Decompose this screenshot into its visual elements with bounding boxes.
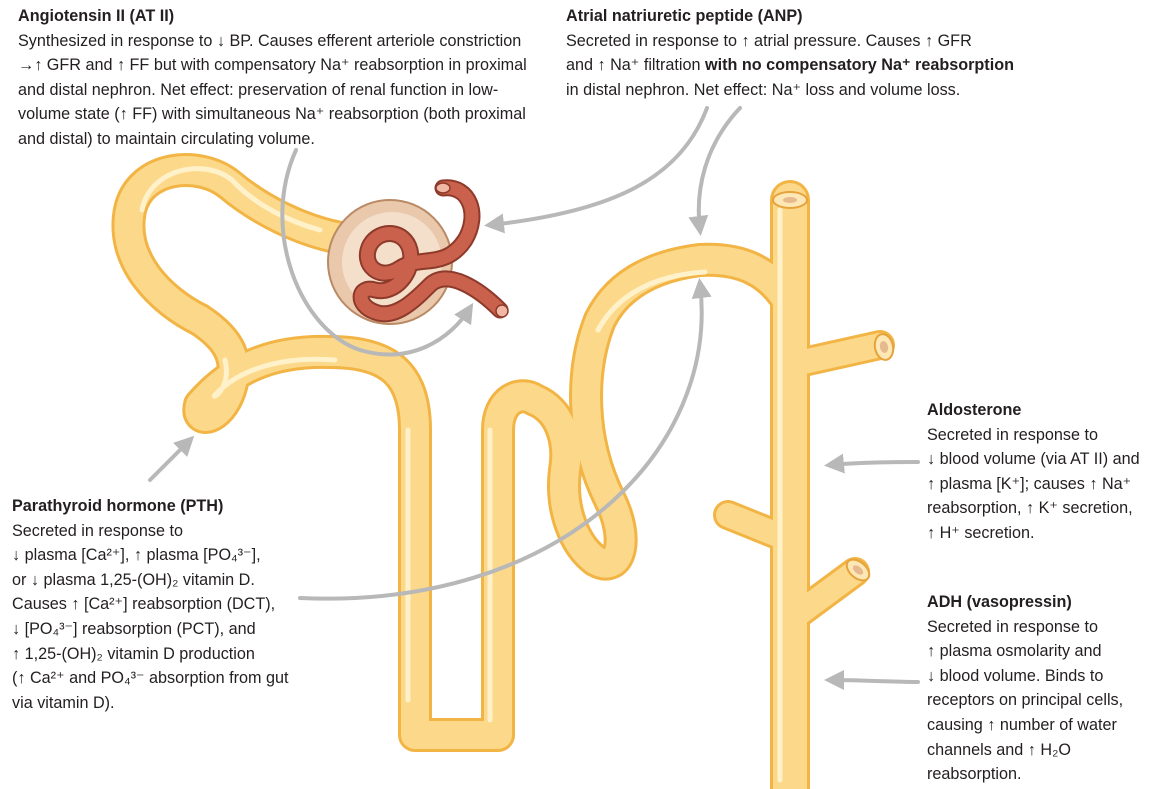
- angiotensin-line-4: volume state (↑ FF) with simultaneous Na…: [18, 105, 526, 124]
- adh-line-4: receptors on principal cells,: [927, 691, 1124, 710]
- angiotensin-line-1: Synthesized in response to ↓ BP. Causes …: [18, 31, 522, 50]
- arrow-aldosterone: [824, 453, 920, 474]
- pth-line-7: (↑ Ca²⁺ and PO₄³⁻ absorption from gut: [12, 669, 289, 688]
- arrow-pth-to-dct: [298, 278, 712, 601]
- angiotensin-line-5: and distal) to maintain circulating volu…: [18, 129, 315, 148]
- nephron-tubule-fill: [114, 156, 892, 789]
- anp-label: Atrial natriuretic peptide (ANP) Secrete…: [566, 4, 1014, 102]
- arrow-anp-to-duct: [688, 106, 742, 236]
- pth-line-3: or ↓ plasma 1,25-(OH)₂ vitamin D.: [12, 570, 255, 589]
- arrow-pth-to-pct: [148, 435, 195, 482]
- aldosterone-line-4: reabsorption, ↑ K⁺ secretion,: [927, 499, 1133, 518]
- pth-title: Parathyroid hormone (PTH): [12, 497, 224, 515]
- adh-line-7: reabsorption.: [927, 765, 1022, 784]
- tube-openings: [772, 191, 895, 582]
- angiotensin-line-2: →↑ GFR and ↑ FF but with compensatory Na…: [18, 56, 527, 75]
- arrow-adh: [824, 670, 920, 691]
- anp-line-1: Secreted in response to ↑ atrial pressur…: [566, 31, 972, 50]
- anp-line-3: in distal nephron. Net effect: Na⁺ loss …: [566, 80, 961, 99]
- aldosterone-line-3: ↑ plasma [K⁺]; causes ↑ Na⁺: [927, 474, 1132, 493]
- arrow-angiotensin: [280, 148, 474, 357]
- aldosterone-label: Aldosterone Secreted in response to ↓ bl…: [927, 398, 1140, 546]
- pth-line-1: Secreted in response to: [12, 521, 183, 540]
- anp-line-2: and ↑ Na⁺ filtration: [566, 56, 701, 75]
- adh-line-3: ↓ blood volume. Binds to: [927, 666, 1104, 685]
- pth-line-8: via vitamin D).: [12, 693, 115, 712]
- arrows: [148, 106, 920, 691]
- glomerulus: [352, 179, 509, 323]
- pth-label: Parathyroid hormone (PTH) Secreted in re…: [12, 494, 289, 715]
- angiotensin-label: Angiotensin II (AT II) Synthesized in re…: [18, 4, 527, 152]
- anp-line-2-bold: with no compensatory Na⁺ reabsorption: [705, 56, 1014, 75]
- aldosterone-line-1: Secreted in response to: [927, 425, 1098, 444]
- adh-line-1: Secreted in response to: [927, 617, 1098, 636]
- angiotensin-title: Angiotensin II (AT II): [18, 7, 175, 25]
- pth-line-5: ↓ [PO₄³⁻] reabsorption (PCT), and: [12, 619, 256, 638]
- aldosterone-line-2: ↓ blood volume (via AT II) and: [927, 450, 1140, 469]
- adh-line-5: causing ↑ number of water: [927, 715, 1117, 734]
- anp-title: Atrial natriuretic peptide (ANP): [566, 7, 803, 25]
- adh-title: ADH (vasopressin): [927, 593, 1072, 611]
- arrow-anp-to-glomerulus: [484, 106, 709, 234]
- tubule-highlights: [139, 166, 783, 783]
- aldosterone-line-5: ↑ H⁺ secretion.: [927, 523, 1035, 542]
- adh-label: ADH (vasopressin) Secreted in response t…: [927, 590, 1123, 787]
- pth-line-6: ↑ 1,25-(OH)₂ vitamin D production: [12, 644, 255, 663]
- pth-line-4: Causes ↑ [Ca²⁺] reabsorption (DCT),: [12, 595, 276, 614]
- adh-line-6: channels and ↑ H₂O: [927, 740, 1071, 759]
- pth-line-2: ↓ plasma [Ca²⁺], ↑ plasma [PO₄³⁻],: [12, 546, 261, 565]
- adh-line-2: ↑ plasma osmolarity and: [927, 642, 1102, 661]
- aldosterone-title: Aldosterone: [927, 401, 1022, 419]
- anp-line-2-wrap: and ↑ Na⁺ filtration with no compensator…: [566, 53, 1014, 78]
- angiotensin-line-3: and distal nephron. Net effect: preserva…: [18, 80, 499, 99]
